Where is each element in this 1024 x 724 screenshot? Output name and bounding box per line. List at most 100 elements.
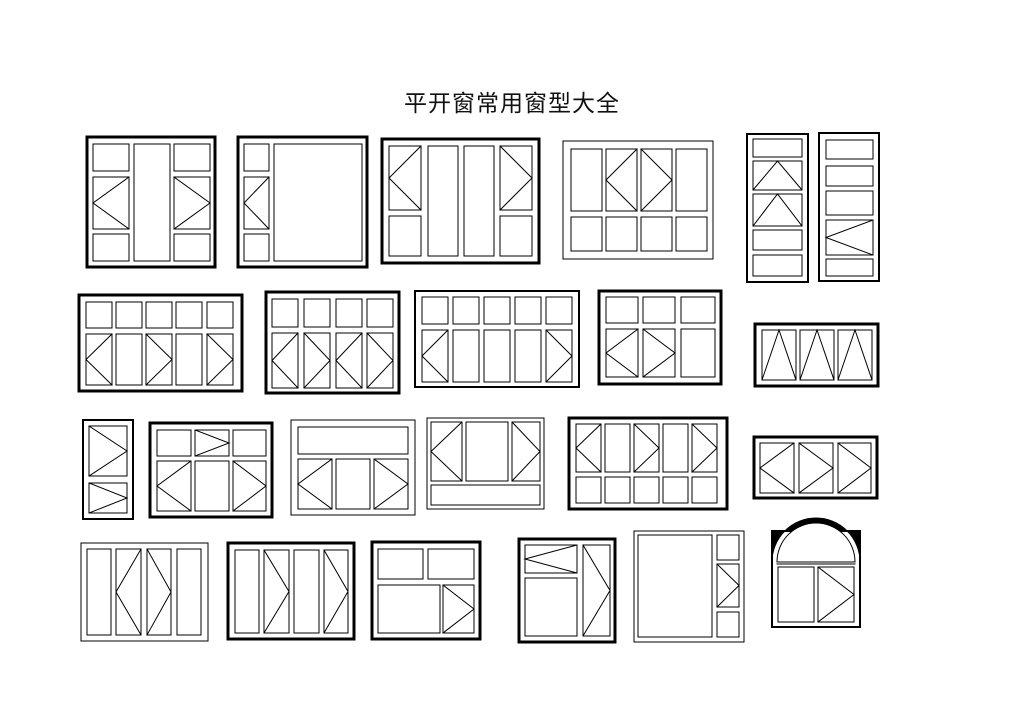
window-frame [599, 291, 721, 384]
window-frame [372, 542, 480, 639]
opening-direction-mark [606, 149, 637, 211]
window-type-4 [563, 141, 713, 259]
opening-direction-mark [431, 422, 462, 481]
window-type-9 [415, 291, 579, 387]
page-title: 平开窗常用窗型大全 [404, 91, 620, 117]
window-type-22 [634, 531, 744, 642]
fixed-pane [571, 149, 602, 211]
fixed-pane [643, 297, 675, 323]
opening-direction-mark [818, 567, 854, 622]
window-type-5 [747, 134, 808, 282]
fixed-pane [134, 144, 170, 261]
window-type-15 [427, 418, 544, 509]
fixed-pane [174, 144, 210, 171]
fixed-pane [641, 217, 672, 251]
opening-direction-mark [525, 545, 577, 573]
casement-sash [443, 585, 474, 633]
fixed-pane [753, 139, 802, 157]
fixed-pane [304, 299, 330, 327]
fixed-pane [464, 146, 494, 256]
opening-direction-mark [753, 194, 802, 226]
window-frame [228, 543, 354, 639]
fixed-pane [177, 549, 201, 635]
fixed-pane [422, 297, 448, 324]
casement-sash [826, 220, 873, 255]
window-frame [754, 437, 877, 498]
casement-sash [431, 422, 462, 481]
casement-sash [583, 545, 610, 636]
window-type-20 [372, 542, 480, 639]
casement-sash [546, 330, 572, 382]
fixed-pane [826, 191, 873, 215]
fixed-pane [195, 461, 229, 511]
fixed-pane [826, 259, 873, 276]
fixed-pane [93, 234, 129, 261]
fixed-pane [826, 140, 873, 159]
window-type-16 [569, 418, 727, 509]
opening-direction-mark [298, 459, 332, 509]
casement-sash [147, 549, 171, 635]
opening-direction-mark [634, 424, 659, 472]
opening-direction-mark [89, 483, 127, 513]
window-type-12 [83, 420, 133, 519]
opening-direction-mark [336, 333, 362, 388]
opening-direction-mark [641, 149, 672, 211]
casement-sash [606, 149, 637, 211]
fixed-pane [244, 234, 269, 261]
fixed-pane [638, 535, 712, 637]
window-type-14 [291, 420, 415, 515]
opening-direction-mark [367, 333, 393, 388]
fixed-pane [753, 255, 802, 276]
casement-sash [641, 149, 672, 211]
fixed-pane [298, 427, 408, 454]
window-type-11 [755, 324, 878, 386]
casement-sash [762, 330, 796, 380]
casement-sash [500, 146, 532, 210]
fixed-pane [676, 149, 707, 211]
fixed-pane [634, 477, 659, 503]
casement-sash [367, 333, 393, 388]
casement-sash [86, 334, 112, 385]
window-type-18 [81, 543, 208, 641]
casement-sash [634, 424, 659, 472]
window-frame [87, 137, 215, 267]
casement-sash [576, 424, 601, 472]
opening-direction-mark [760, 443, 794, 493]
window-type-13 [150, 423, 272, 517]
fixed-pane [233, 430, 266, 456]
opening-direction-mark [389, 146, 421, 210]
fixed-pane [515, 330, 541, 382]
casement-sash [818, 567, 854, 622]
opening-direction-mark [606, 329, 638, 377]
window-frame [569, 418, 727, 509]
fixed-pane [294, 550, 319, 633]
opening-direction-mark [826, 220, 873, 255]
casement-sash [799, 443, 833, 493]
opening-direction-mark [643, 329, 675, 377]
opening-direction-mark [500, 146, 532, 210]
fixed-pane [605, 424, 630, 472]
casement-sash [233, 461, 266, 511]
casement-sash [304, 333, 330, 388]
window-type-19 [228, 543, 354, 639]
window-frame [427, 418, 544, 509]
fixed-pane [453, 297, 479, 324]
casement-sash [389, 146, 421, 210]
window-type-8 [266, 292, 399, 393]
fixed-pane [500, 216, 532, 256]
fixed-pane [431, 485, 540, 505]
fixed-pane [428, 549, 474, 579]
casement-sash [207, 334, 233, 385]
fixed-pane [681, 297, 715, 323]
casement-sash [272, 333, 298, 388]
opening-direction-mark [374, 459, 408, 509]
casement-sash [157, 461, 191, 511]
fixed-pane [367, 299, 393, 327]
window-frame [150, 423, 272, 517]
casement-sash [760, 443, 794, 493]
window-frame [415, 291, 579, 387]
window-frame [81, 543, 208, 641]
window-frame [563, 141, 713, 259]
opening-direction-mark [576, 424, 601, 472]
window-type-3 [382, 139, 539, 263]
